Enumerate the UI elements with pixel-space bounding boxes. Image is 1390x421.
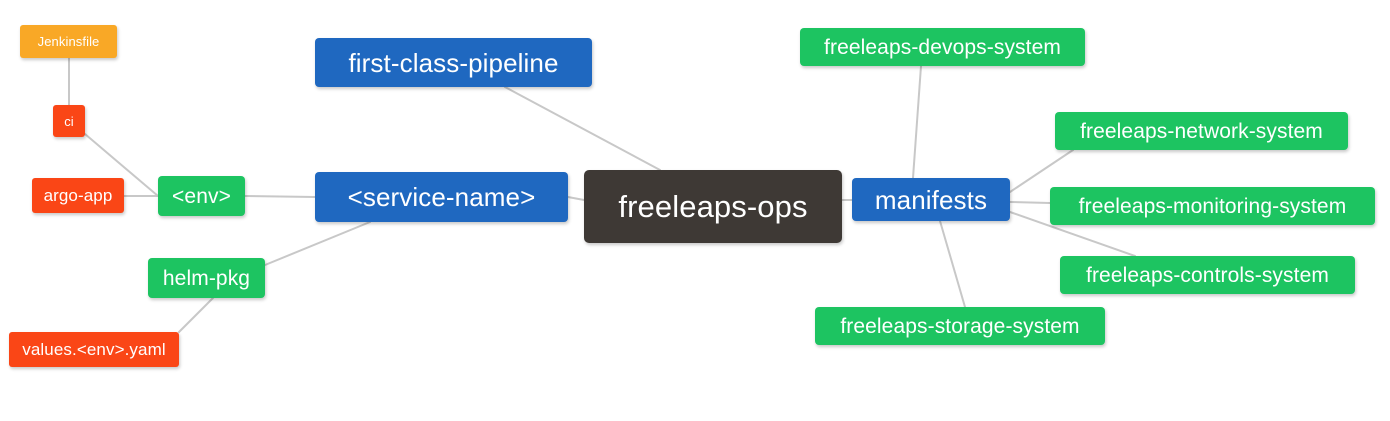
edge-first-class-pipeline-to-freeleaps-ops	[504, 86, 661, 171]
node-manifests[interactable]: manifests	[852, 178, 1010, 221]
node-freeleaps-ops[interactable]: freeleaps-ops	[584, 170, 842, 243]
edge-service-name-to-freeleaps-ops	[567, 196, 585, 201]
node-ci[interactable]: ci	[53, 105, 85, 137]
node-freeleaps-devops-system[interactable]: freeleaps-devops-system	[800, 28, 1085, 66]
edge-manifests-to-freeleaps-storage-system	[939, 220, 966, 308]
node-freeleaps-controls-system[interactable]: freeleaps-controls-system	[1060, 256, 1355, 294]
edge-helm-pkg-to-service-name	[264, 221, 371, 266]
node-values-yaml[interactable]: values.<env>.yaml	[9, 332, 179, 367]
node-helm-pkg[interactable]: helm-pkg	[148, 258, 265, 298]
edge-env-to-service-name	[244, 195, 316, 198]
node-first-class-pipeline[interactable]: first-class-pipeline	[315, 38, 592, 87]
node-freeleaps-monitoring-system[interactable]: freeleaps-monitoring-system	[1050, 187, 1375, 225]
edge-manifests-to-freeleaps-monitoring-system	[1009, 201, 1051, 204]
node-freeleaps-storage-system[interactable]: freeleaps-storage-system	[815, 307, 1105, 345]
edge-manifests-to-freeleaps-network-system	[1009, 149, 1074, 193]
node-freeleaps-network-system[interactable]: freeleaps-network-system	[1055, 112, 1348, 150]
node-service-name[interactable]: <service-name>	[315, 172, 568, 222]
edge-manifests-to-freeleaps-devops-system	[912, 65, 922, 179]
edge-values-yaml-to-helm-pkg	[178, 297, 214, 333]
node-env[interactable]: <env>	[158, 176, 245, 216]
node-jenkinsfile[interactable]: Jenkinsfile	[20, 25, 117, 58]
node-argo-app[interactable]: argo-app	[32, 178, 124, 213]
